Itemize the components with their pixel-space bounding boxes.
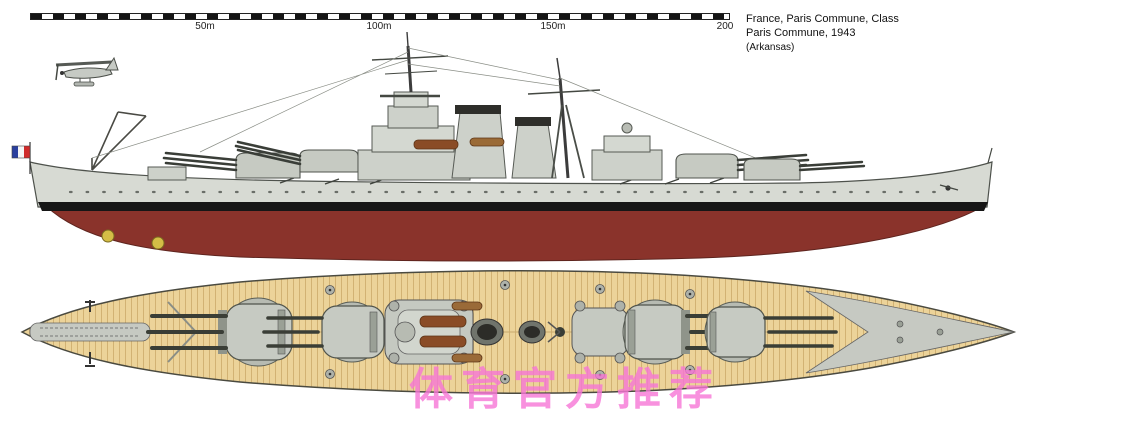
title-line-2: Paris Commune, 1943: [746, 27, 856, 40]
turret-c-side: [675, 153, 739, 179]
anchor-icon: [85, 352, 95, 367]
underwater-hull: [44, 205, 984, 262]
capstan-icon: [896, 336, 904, 344]
capstan-icon: [936, 328, 944, 336]
anchor-icon: [85, 300, 95, 312]
funnel-2-side: [511, 123, 557, 179]
scale-bar-rule: [30, 13, 730, 20]
turret-d-barrels: [798, 160, 866, 172]
turret-2-plan: [262, 301, 385, 363]
ships-boat-plan: [419, 315, 467, 328]
casemate-guns: [279, 177, 725, 185]
propeller-icon: [151, 236, 165, 250]
scale-label-50m: 50m: [195, 21, 215, 32]
aa-gun-dots: [328, 283, 692, 381]
title-line-1: France, Paris Commune, Class: [746, 13, 899, 25]
ships-boat: [413, 139, 459, 150]
funnel-2-uptake: [524, 326, 540, 338]
seaplane-icon: [55, 56, 119, 87]
funnel-2-cap: [515, 117, 551, 126]
stern-deckhouse: [147, 166, 187, 181]
turret-a-barrels: [162, 151, 238, 172]
title-line-3: (Arkansas): [746, 41, 795, 53]
aft-deckhouse: [591, 149, 663, 181]
main-tower: [357, 31, 471, 181]
stern-crane: [91, 111, 147, 171]
propeller-icon: [101, 229, 115, 243]
turret-d-side: [743, 158, 801, 181]
bow-anchor-deck: [29, 322, 151, 342]
bow-fittings: [939, 147, 993, 191]
side-profile-view: [11, 31, 993, 262]
stern-metal-deck: [805, 290, 1015, 374]
funnel-1-uptake: [477, 324, 497, 340]
turret-b-side: [299, 149, 359, 173]
rigging-lines: [91, 47, 781, 169]
title-block: France, Paris Commune, Class Paris Commu…: [746, 12, 966, 54]
mainmast-tripod: [527, 57, 601, 179]
ships-boat: [469, 137, 505, 147]
searchlight-icon: [621, 122, 633, 134]
scale-label-200m: 200: [716, 21, 734, 32]
ships-boat-plan: [451, 353, 483, 363]
capstan-icon: [896, 320, 904, 328]
funnel-1-cap: [455, 105, 501, 114]
ships-boat-plan: [451, 301, 483, 311]
aft-deckhouse-upper: [603, 135, 651, 153]
turret-b-barrels: [234, 140, 302, 166]
mainmast-plan: [547, 321, 565, 343]
watermark-text: 体育官方推荐: [409, 365, 721, 414]
scale-label-100m: 100m: [366, 21, 392, 32]
stern-flag: [11, 142, 31, 174]
waterline-stripe: [38, 202, 988, 211]
top-plan-view: [20, 270, 1017, 394]
scale-bar: 50m 100m 150m 200: [30, 13, 733, 39]
ships-boat-plan: [419, 335, 467, 348]
anchor-chains: [40, 327, 140, 337]
scale-label-150m: 150m: [540, 21, 566, 32]
aft-deckhouse-plan: [571, 300, 629, 364]
turret-4-plan: [704, 301, 838, 363]
